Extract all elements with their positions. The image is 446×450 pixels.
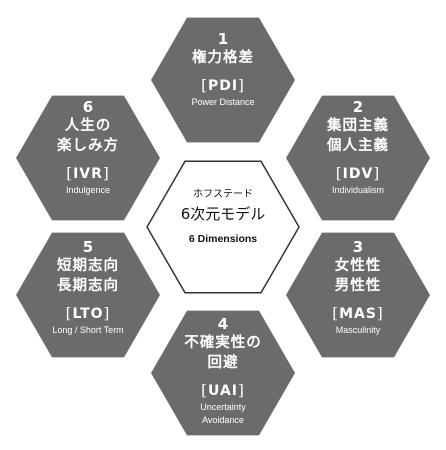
dimension-japanese-line: 回避 xyxy=(207,355,239,371)
dimension-japanese-line: 個人主義 xyxy=(327,138,389,154)
center-subtitle: ホフステード xyxy=(193,189,253,200)
dimension-6-label: 6 人生の 楽しみ方 [IVR] Indulgence xyxy=(18,98,158,196)
dimension-4-label: 4 不確実性の 回避 [UAI] Uncertainty Avoidance xyxy=(153,315,293,426)
dimension-japanese-line: 女性性 xyxy=(334,258,382,274)
dimension-code: [LTO] xyxy=(65,304,111,322)
dimension-code-text: LTO xyxy=(72,306,104,322)
dimension-code: [MAS] xyxy=(332,304,384,322)
dimension-1-label: 1 権力格差 [PDI] Power Distance xyxy=(153,30,293,108)
dimension-japanese-line: 男性性 xyxy=(334,278,382,294)
dimension-2-hexagon xyxy=(286,95,430,221)
dimension-code-text: IDV xyxy=(342,166,374,182)
dimension-1-hexagon xyxy=(151,17,295,143)
dimension-code-text: UAI xyxy=(208,383,238,399)
center-title: 6次元モデル xyxy=(180,205,266,223)
dimension-code: [IDV] xyxy=(335,164,381,182)
dimension-number: 6 xyxy=(82,98,94,116)
dimension-japanese-line: 人生の xyxy=(64,118,112,134)
dimension-3-hexagon xyxy=(286,232,430,358)
dimension-code: [UAI] xyxy=(201,381,245,399)
dimension-japanese-line: 短期志向 xyxy=(57,258,119,274)
dimension-english-line: Indulgence xyxy=(65,185,111,195)
dimension-code: [PDI] xyxy=(201,76,245,94)
dimension-japanese-line: 集団主義 xyxy=(327,118,389,134)
dimension-code-text: PDI xyxy=(207,78,239,94)
dimension-code-text: IVR xyxy=(73,166,103,182)
dimension-japanese-line: 権力格差 xyxy=(192,50,254,66)
dimension-number: 5 xyxy=(82,238,94,256)
dimension-english-line: Individualism xyxy=(331,185,385,195)
dimension-4-hexagon xyxy=(151,310,295,436)
dimension-japanese-line: 楽しみ方 xyxy=(57,138,119,154)
dimension-english-line: Long / Short Term xyxy=(52,325,124,335)
dimension-3-label: 3 女性性 男性性 [MAS] Masculinity xyxy=(288,238,428,336)
dimension-number: 4 xyxy=(217,315,229,333)
dimension-english-line: Masculinity xyxy=(335,325,381,335)
dimension-number: 1 xyxy=(217,30,229,48)
dimension-code: [IVR] xyxy=(66,164,110,182)
dimension-japanese-line: 長期志向 xyxy=(57,278,119,294)
dimension-6-hexagon xyxy=(16,95,160,221)
center-title-block: ホフステード 6次元モデル 6 Dimensions xyxy=(150,188,296,246)
dimension-japanese-line: 不確実性の xyxy=(184,335,262,351)
dimension-5-hexagon xyxy=(16,232,160,358)
dimension-code-text: MAS xyxy=(339,306,377,322)
dimension-number: 3 xyxy=(352,238,364,256)
center-hexagon xyxy=(146,160,300,294)
center-english: 6 Dimensions xyxy=(188,233,258,245)
dimension-english-line: Avoidance xyxy=(202,415,244,425)
dimension-5-label: 5 短期志向 長期志向 [LTO] Long / Short Term xyxy=(18,238,158,336)
dimension-2-label: 2 集団主義 個人主義 [IDV] Individualism xyxy=(288,98,428,196)
dimension-english-line: Uncertainty xyxy=(200,402,246,412)
dimension-number: 2 xyxy=(352,98,364,116)
dimension-english-line: Power Distance xyxy=(191,97,255,107)
